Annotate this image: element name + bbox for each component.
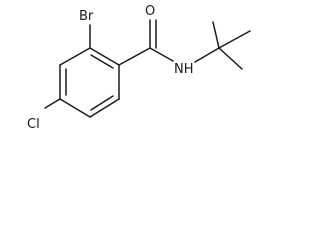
molecule-structure: Br Cl O NH <box>27 4 251 132</box>
atom-cl: Cl <box>27 117 40 132</box>
bond-c4-cl <box>44 98 61 109</box>
inner-bond-c2-c1 <box>90 54 114 69</box>
bond-c4-c5 <box>59 98 91 118</box>
bond-cq-me-top <box>212 21 220 49</box>
atom-br: Br <box>79 9 94 24</box>
atom-o: O <box>145 4 155 19</box>
atom-n: NH <box>174 62 194 77</box>
bond-c2-c3 <box>59 47 91 66</box>
bond-c1-carbonyl <box>118 47 151 66</box>
bond-c1-c2 <box>89 47 120 66</box>
bond-cq-me-right <box>218 30 251 49</box>
inner-bond-c5-c6 <box>90 95 114 111</box>
benzene-ring <box>59 47 120 118</box>
bond-c5-c6 <box>89 98 120 118</box>
bond-n-cq <box>194 47 220 63</box>
bond-cq-me-bottom <box>218 47 243 70</box>
bond-carbonyl-n <box>149 47 174 62</box>
